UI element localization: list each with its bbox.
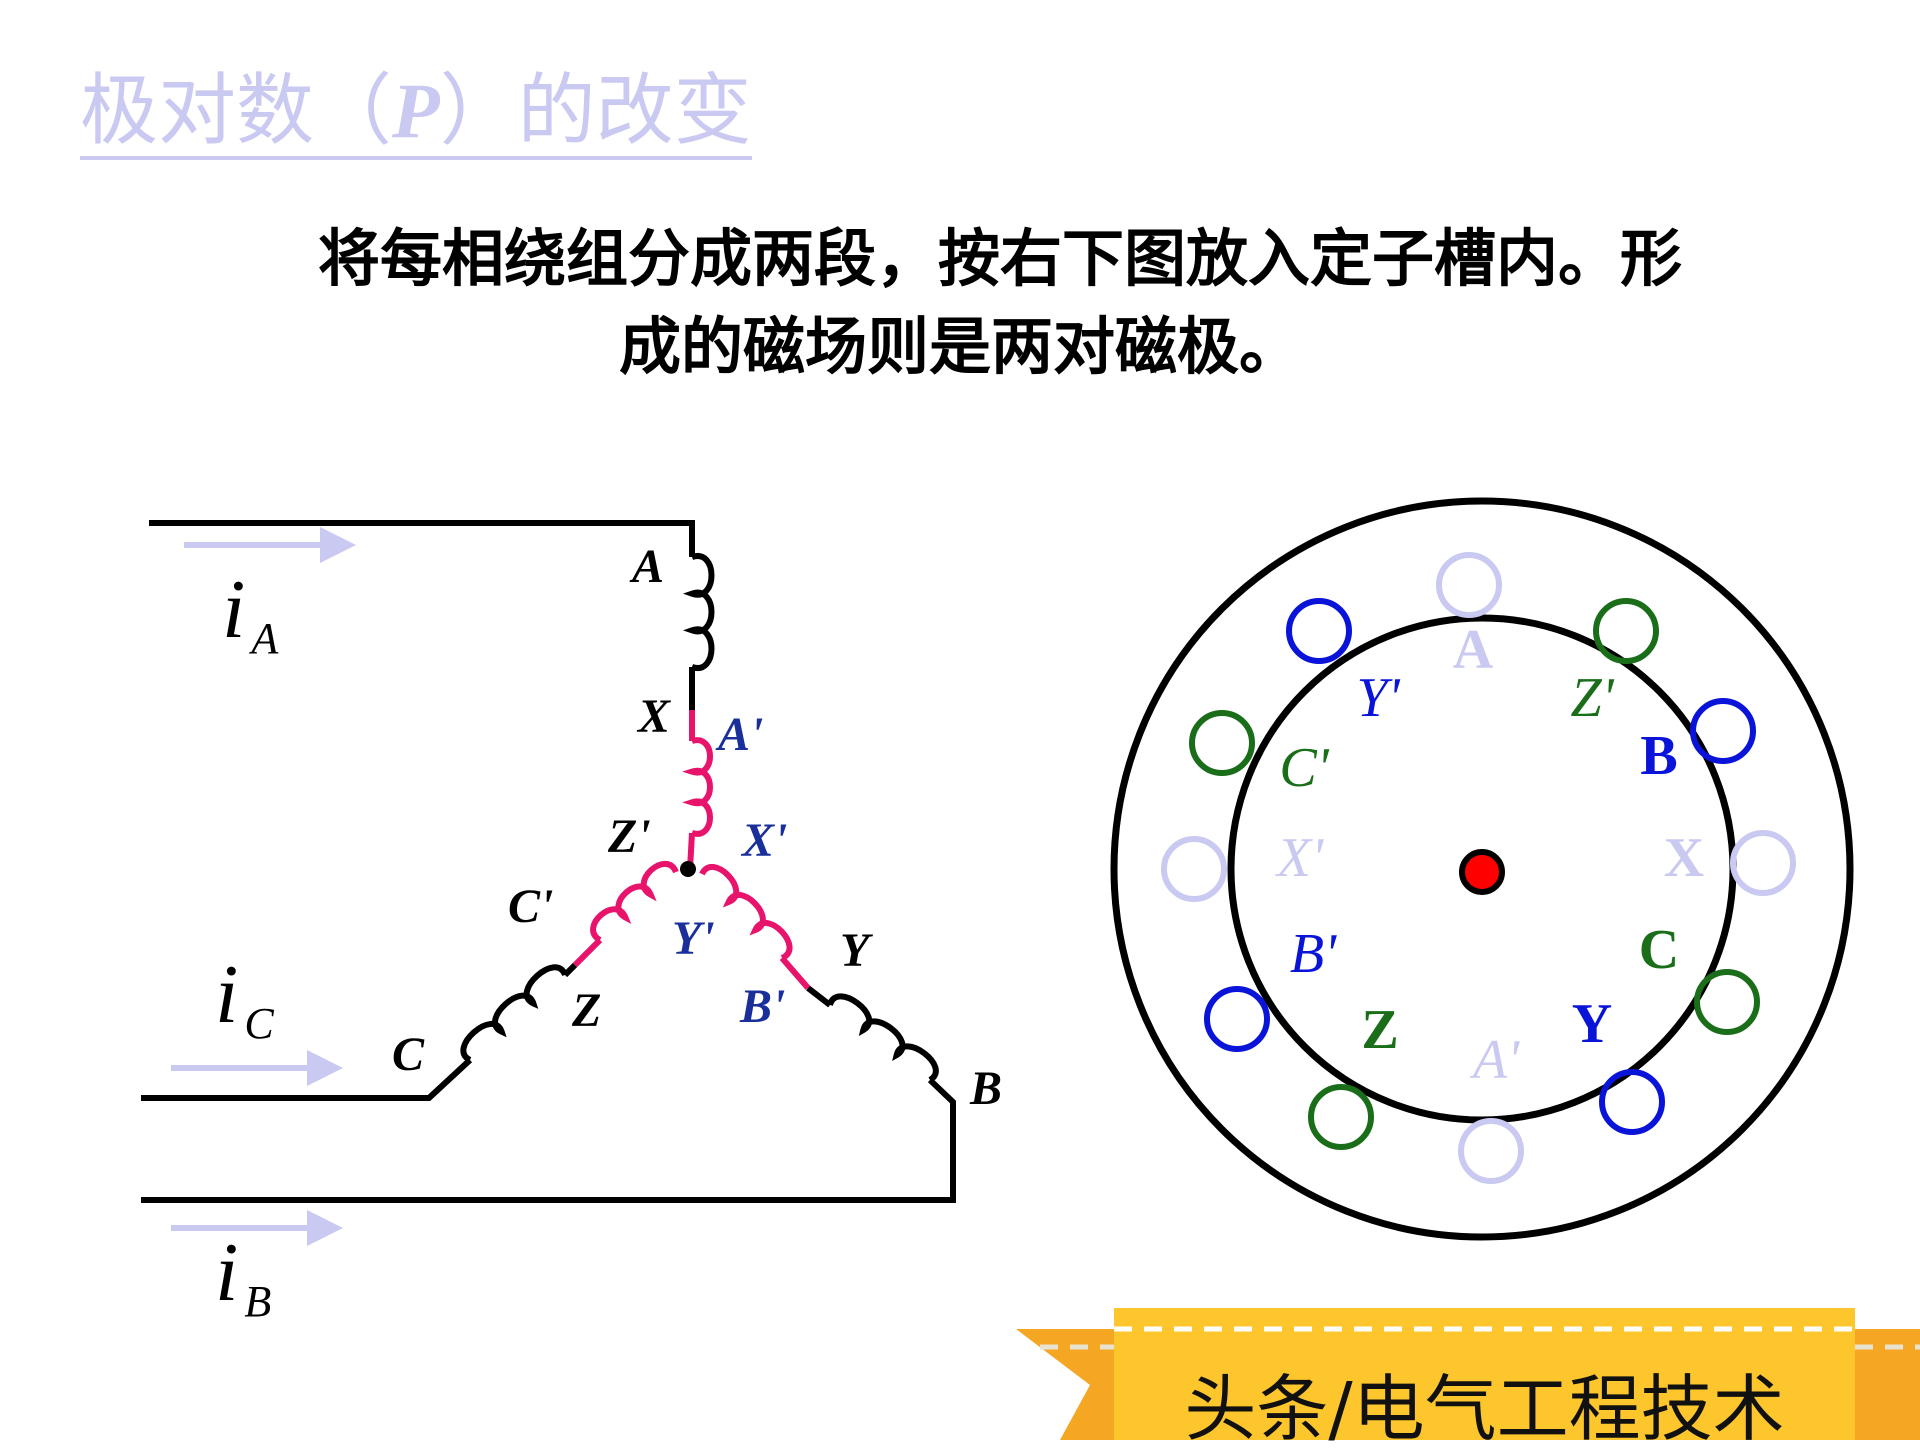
slots: A Y' Z' B C' X' X B' C Z Y A' bbox=[1161, 552, 1796, 1184]
title-suffix: ）的改变 bbox=[439, 66, 752, 156]
slot-conductor bbox=[1286, 598, 1352, 664]
label-Z-prime: Z' bbox=[607, 810, 651, 863]
coil-C-Z bbox=[460, 964, 568, 1063]
watermark-text: 头条/电气工程技术 bbox=[1184, 1367, 1785, 1451]
slot-label: A bbox=[1453, 619, 1494, 681]
coil-Y-B bbox=[827, 993, 939, 1083]
slot-label: C bbox=[1639, 919, 1679, 981]
slot-label: B bbox=[1640, 725, 1677, 787]
wire-c bbox=[141, 1057, 473, 1101]
label-X-prime: X' bbox=[740, 814, 787, 867]
label-B: B bbox=[969, 1062, 1002, 1115]
label-Y-prime: Y' bbox=[672, 912, 715, 965]
circuit-wires bbox=[141, 520, 956, 1203]
label-Y: Y bbox=[840, 924, 873, 977]
slot-conductor bbox=[1730, 830, 1796, 896]
slot-conductor bbox=[1694, 969, 1760, 1035]
slot-conductor bbox=[1189, 710, 1255, 776]
banner-wing-left bbox=[1016, 1329, 1130, 1440]
current-arrows bbox=[171, 527, 356, 1246]
stator: A Y' Z' B C' X' X B' C Z Y A' bbox=[1110, 497, 1854, 1241]
wire-z-c2 bbox=[572, 937, 603, 968]
slot-conductor bbox=[1458, 1118, 1524, 1184]
slot-label: X' bbox=[1275, 827, 1324, 889]
star-junction bbox=[680, 861, 696, 877]
slot-label: A' bbox=[1469, 1029, 1520, 1091]
slot-label: Z' bbox=[1570, 667, 1614, 729]
coil-C2-Z2 bbox=[590, 860, 679, 943]
label-B-prime: B' bbox=[739, 980, 785, 1033]
label-Z: Z bbox=[571, 984, 601, 1037]
slot-conductor bbox=[1204, 986, 1270, 1052]
coil-A-X bbox=[682, 553, 715, 671]
label-A-prime: A' bbox=[715, 708, 763, 761]
slot-conductor bbox=[1436, 552, 1502, 618]
slot-label: C' bbox=[1279, 737, 1329, 799]
rotor-center bbox=[1459, 849, 1505, 895]
slot-label: Z bbox=[1361, 999, 1398, 1061]
wire-b bbox=[141, 1077, 956, 1203]
coil-X2-B2 bbox=[699, 864, 793, 961]
slot-label: B' bbox=[1290, 923, 1337, 985]
slot-conductor bbox=[1690, 698, 1756, 764]
slide-title: 极对数（P）的改变 bbox=[80, 68, 752, 160]
title-prefix: 极对数（ bbox=[80, 66, 393, 156]
slot-conductor bbox=[1308, 1084, 1374, 1150]
description-line-2: 成的磁场则是两对磁极。 bbox=[618, 310, 1301, 383]
terminal-labels: A X A' Z' X' C' Y' Z B' Y C B bbox=[392, 540, 1002, 1115]
slot-label: X bbox=[1664, 827, 1704, 889]
watermark-banner bbox=[1016, 1308, 1920, 1440]
slot-label: Y bbox=[1572, 993, 1612, 1055]
label-C: C bbox=[392, 1028, 425, 1081]
wire-y bbox=[806, 985, 832, 1008]
stator-outer bbox=[1110, 497, 1854, 1241]
description-line-1: 将每相绕组分成两段，按右下图放入定子槽内。形 bbox=[317, 222, 1682, 295]
label-A: A bbox=[629, 540, 664, 593]
wire-a bbox=[149, 520, 695, 557]
slot-conductor bbox=[1593, 598, 1659, 664]
banner-wing-right bbox=[1840, 1329, 1920, 1440]
coil-A2-X2 bbox=[682, 737, 713, 837]
slot-conductor bbox=[1161, 836, 1227, 902]
slot-label: Y' bbox=[1356, 667, 1400, 729]
slot-conductor bbox=[1599, 1069, 1665, 1135]
wire-b2-y2 bbox=[779, 956, 811, 990]
label-C-prime: C' bbox=[508, 880, 553, 933]
title-symbol: P bbox=[392, 67, 440, 154]
label-X: X bbox=[636, 690, 671, 743]
coils bbox=[460, 553, 939, 1083]
